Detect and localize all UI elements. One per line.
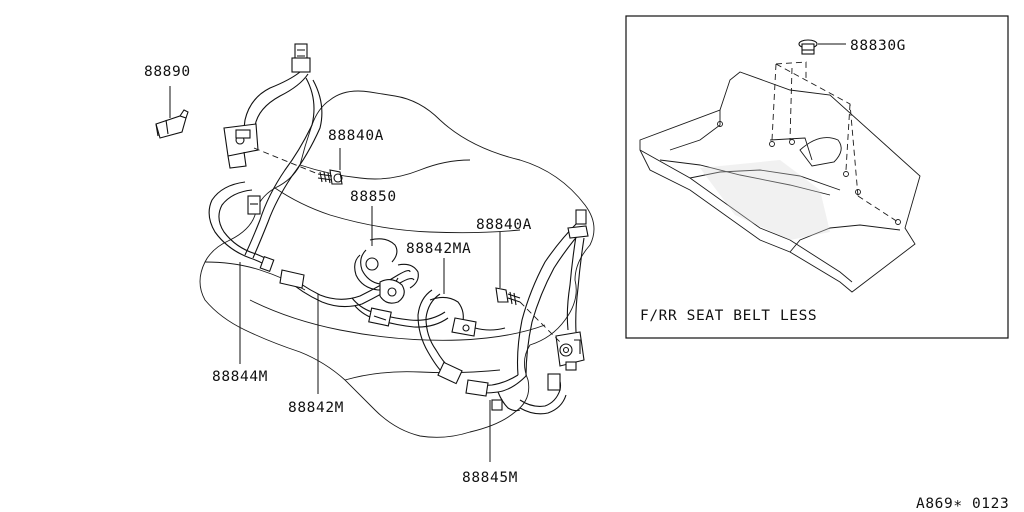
right-upper-anchor — [567, 209, 589, 239]
left-retractor — [223, 123, 259, 169]
label-88840a-upper: 88840A — [328, 128, 384, 144]
label-88850: 88850 — [350, 189, 397, 205]
leader-lines — [169, 86, 561, 462]
label-88845m: 88845M — [462, 470, 518, 486]
diagram-code: A869∗ 0123 — [916, 496, 1009, 512]
left-outer-belt — [208, 71, 323, 273]
right-outer-belt — [465, 221, 587, 415]
center-buckle-strap — [351, 289, 506, 385]
left-belt-anchor — [247, 195, 261, 215]
upper-belt-guide — [291, 43, 311, 73]
rear-floor-panel — [639, 61, 921, 293]
right-retractor — [555, 331, 585, 371]
label-88830g: 88830G — [850, 38, 906, 54]
label-88842ma: 88842MA — [406, 241, 471, 257]
bolt-88840a-lower — [495, 287, 521, 306]
bolt-88840a-upper — [317, 169, 343, 185]
label-88890: 88890 — [144, 64, 191, 80]
cover-88890 — [155, 109, 189, 139]
inset-panel: 88830G F/RR SEAT BELT LESS — [625, 15, 1009, 339]
label-88844m: 88844M — [212, 369, 268, 385]
label-88842m: 88842M — [288, 400, 344, 416]
inset-caption: F/RR SEAT BELT LESS — [640, 308, 817, 324]
label-88840a-lower: 88840A — [476, 217, 532, 233]
grommet-88830g — [798, 39, 846, 55]
rear-seat-outline — [199, 90, 595, 438]
center-lap-belt — [279, 238, 419, 308]
